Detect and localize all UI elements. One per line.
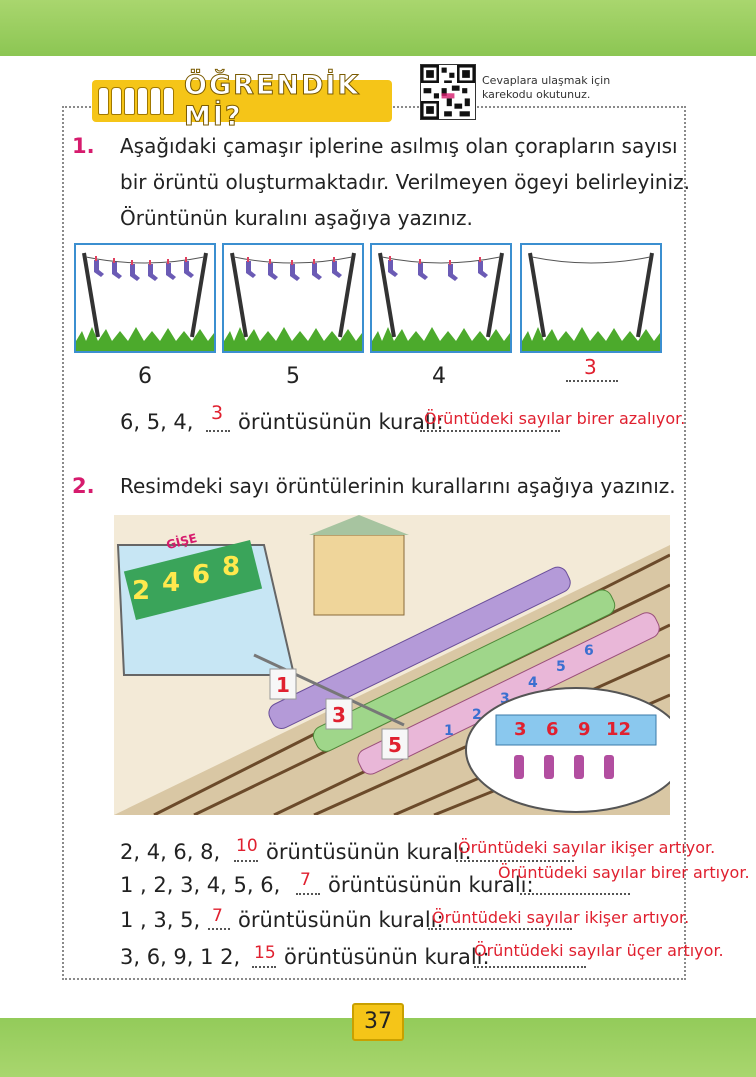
clothesline-5-socks-image bbox=[224, 252, 362, 351]
gate-number-1: 1 bbox=[276, 673, 290, 697]
row-3-answer-line bbox=[208, 928, 230, 930]
booth-number-4: 4 bbox=[162, 568, 180, 598]
q1-rule-middle: örüntüsünün kuralı: bbox=[238, 410, 444, 434]
qr-note: Cevaplara ulaşmak için karekodu okutunuz… bbox=[482, 74, 610, 102]
row-1-rule: Örüntüdeki sayılar ikişer artıyor. bbox=[458, 838, 716, 857]
row-2-middle: örüntüsünün kuralı: bbox=[328, 873, 534, 897]
q1-rule-answer-line bbox=[420, 430, 560, 432]
row-4-answer-line bbox=[252, 966, 276, 968]
train-station-illustration: GİŞE 2 4 6 8 1 3 5 1 2 3 4 5 6 3 6 bbox=[114, 515, 687, 817]
clothesline-empty-image bbox=[522, 252, 660, 351]
row-2-answer: 7 bbox=[300, 870, 311, 890]
row-2-rule: Örüntüdeki sayılar birer artıyor. bbox=[498, 863, 750, 882]
question-1-text-line3: Örüntünün kuralını aşağıya yazınız. bbox=[120, 206, 473, 230]
row-4-rule: Örüntüdeki sayılar üçer artıyor. bbox=[474, 941, 724, 960]
booth-number-6: 6 bbox=[192, 560, 210, 590]
qr-note-line2: karekodu okutunuz. bbox=[482, 88, 591, 101]
row-1-middle: örüntüsünün kuralı: bbox=[266, 840, 472, 864]
qr-code-icon[interactable] bbox=[420, 64, 476, 120]
booth-sign-label: GİŞE bbox=[165, 530, 199, 552]
seat-number-9: 9 bbox=[578, 719, 591, 740]
train-number-5: 5 bbox=[556, 659, 566, 675]
train-number-4: 4 bbox=[528, 675, 538, 691]
row-1-rule-line bbox=[456, 860, 574, 862]
train-number-1: 1 bbox=[444, 723, 454, 739]
sock-count-3: 4 bbox=[432, 364, 446, 389]
clothesline-6-socks-image bbox=[76, 252, 214, 351]
gate-number-5: 5 bbox=[388, 733, 402, 757]
booth-number-8: 8 bbox=[222, 552, 240, 582]
row-2-rule-line bbox=[520, 893, 630, 895]
page-number: 37 bbox=[352, 1003, 404, 1041]
row-3-rule-line bbox=[428, 928, 572, 930]
row-1-prefix: 2, 4, 6, 8, bbox=[120, 840, 221, 864]
seat-number-12: 12 bbox=[606, 719, 631, 740]
sock-count-2: 5 bbox=[286, 364, 300, 389]
row-4-rule-line bbox=[474, 966, 586, 968]
gate-number-3: 3 bbox=[332, 703, 346, 727]
clothesline-panel-1 bbox=[74, 243, 216, 353]
question-1-number: 1. bbox=[72, 134, 95, 158]
train-number-3: 3 bbox=[500, 691, 510, 707]
question-1-text: Aşağıdaki çamaşır iplerine asılmış olan … bbox=[120, 128, 690, 236]
row-2-prefix: 1 , 2, 3, 4, 5, 6, bbox=[120, 873, 281, 897]
row-3-rule: Örüntüdeki sayılar ikişer artıyor. bbox=[432, 908, 690, 927]
clothesline-panel-3 bbox=[370, 243, 512, 353]
missing-count-answer: 3 bbox=[584, 355, 597, 379]
question-1-text-line2: bir örüntü oluşturmaktadır. Verilmeyen ö… bbox=[120, 170, 690, 194]
row-1-answer-line bbox=[234, 860, 258, 862]
qr-note-line1: Cevaplara ulaşmak için bbox=[482, 74, 611, 87]
row-2-answer-line bbox=[296, 893, 320, 895]
clothesline-panel-2 bbox=[222, 243, 364, 353]
section-title: ÖĞRENDİK Mİ? bbox=[184, 70, 361, 133]
row-4-middle: örüntüsünün kuralı: bbox=[284, 945, 490, 969]
top-band bbox=[0, 0, 756, 56]
seat-number-3: 3 bbox=[514, 719, 527, 740]
q1-rule-answer: Örüntüdeki sayılar birer azalıyor. bbox=[424, 409, 686, 428]
raised-hands-icon bbox=[98, 87, 174, 115]
row-1-answer: 10 bbox=[236, 836, 258, 856]
clothesline-4-socks-image bbox=[372, 252, 510, 351]
question-1-text-line1: Aşağıdaki çamaşır iplerine asılmış olan … bbox=[120, 134, 678, 158]
row-4-prefix: 3, 6, 9, 1 2, bbox=[120, 945, 241, 969]
row-4-answer: 15 bbox=[254, 943, 276, 963]
row-3-prefix: 1 , 3, 5, bbox=[120, 908, 201, 932]
missing-count-blank bbox=[566, 380, 618, 382]
q1-rule-blank-answer: 3 bbox=[211, 402, 224, 424]
clothesline-panel-4 bbox=[520, 243, 662, 353]
booth-number-2: 2 bbox=[132, 576, 150, 606]
sock-count-1: 6 bbox=[138, 364, 152, 389]
row-3-answer: 7 bbox=[212, 906, 223, 926]
section-header-badge: ÖĞRENDİK Mİ? bbox=[92, 70, 392, 133]
row-3-middle: örüntüsünün kuralı: bbox=[238, 908, 444, 932]
q1-rule-blank-line bbox=[206, 430, 230, 432]
train-number-6: 6 bbox=[584, 643, 594, 659]
question-2-number: 2. bbox=[72, 474, 95, 498]
seat-number-6: 6 bbox=[546, 719, 559, 740]
q1-rule-prefix: 6, 5, 4, bbox=[120, 410, 194, 434]
question-2-text: Resimdeki sayı örüntülerinin kurallarını… bbox=[120, 474, 676, 498]
train-number-2: 2 bbox=[472, 707, 482, 723]
